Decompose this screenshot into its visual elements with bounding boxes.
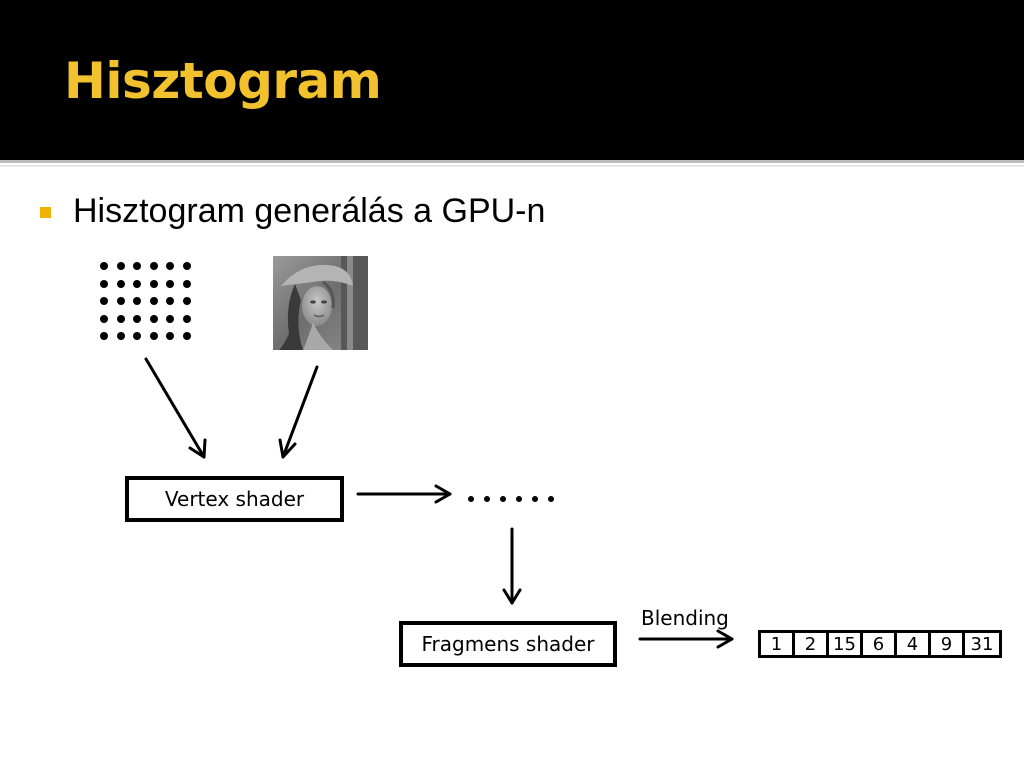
point: [548, 496, 554, 502]
point: [116, 279, 125, 288]
point: [100, 262, 108, 270]
point: [149, 262, 158, 270]
histogram-bin: 4: [897, 633, 931, 655]
point: [532, 496, 538, 502]
histogram-bin: 6: [863, 633, 897, 655]
point: [516, 496, 522, 502]
point: [133, 297, 142, 306]
point: [100, 332, 108, 341]
histogram-bin: 1: [761, 633, 795, 655]
point: [500, 496, 506, 502]
point: [116, 297, 125, 306]
title-divider-light: [0, 165, 1024, 167]
point: [182, 297, 191, 306]
vertex-shader-box: Vertex shader: [125, 476, 344, 522]
point: [182, 332, 191, 341]
point: [166, 297, 175, 306]
point: [116, 262, 125, 270]
point: [182, 279, 191, 288]
arrow-blending: [638, 629, 734, 649]
point: [100, 279, 108, 288]
point: [100, 314, 108, 323]
point: [182, 262, 191, 270]
point: [468, 496, 474, 502]
point: [133, 279, 142, 288]
point: [149, 279, 158, 288]
arrow-image-to-vertex-shader: [278, 365, 319, 459]
point: [133, 332, 142, 341]
vertex-points-grid: [100, 262, 200, 342]
fragment-shader-box: Fragmens shader: [399, 621, 617, 667]
point: [484, 496, 490, 502]
point: [182, 314, 191, 323]
histogram-bin: 15: [829, 633, 863, 655]
point: [149, 314, 158, 323]
title-divider: [0, 160, 1024, 163]
blending-label: Blending: [641, 606, 729, 630]
input-image: [273, 256, 368, 350]
histogram-bin: 2: [795, 633, 829, 655]
point: [149, 332, 158, 341]
arrow-points-to-fragment-shader: [502, 527, 522, 605]
arrow-vertex-shader-to-points: [356, 484, 452, 504]
histogram-bins: 1 2 15 6 4 9 31: [758, 630, 1002, 658]
histogram-bin: 9: [931, 633, 965, 655]
fragment-shader-label: Fragmens shader: [421, 632, 595, 656]
vertex-shader-label: Vertex shader: [164, 487, 305, 511]
point: [133, 314, 142, 323]
point: [116, 332, 125, 341]
point: [166, 262, 175, 270]
transformed-points: [468, 494, 568, 504]
arrow-points-to-vertex-shader: [144, 357, 207, 459]
bullet-marker: [40, 207, 51, 218]
point: [149, 297, 158, 306]
point: [116, 314, 125, 323]
point: [133, 262, 142, 270]
point: [166, 314, 175, 323]
bullet-text: Hisztogram generálás a GPU-n: [73, 192, 546, 230]
point: [166, 279, 175, 288]
grayscale-portrait-image: [273, 256, 368, 350]
histogram-bin: 31: [970, 633, 994, 655]
point: [166, 332, 175, 341]
slide-title: Hisztogram: [64, 52, 382, 110]
point: [100, 297, 108, 306]
title-bar: Hisztogram: [0, 0, 1024, 160]
